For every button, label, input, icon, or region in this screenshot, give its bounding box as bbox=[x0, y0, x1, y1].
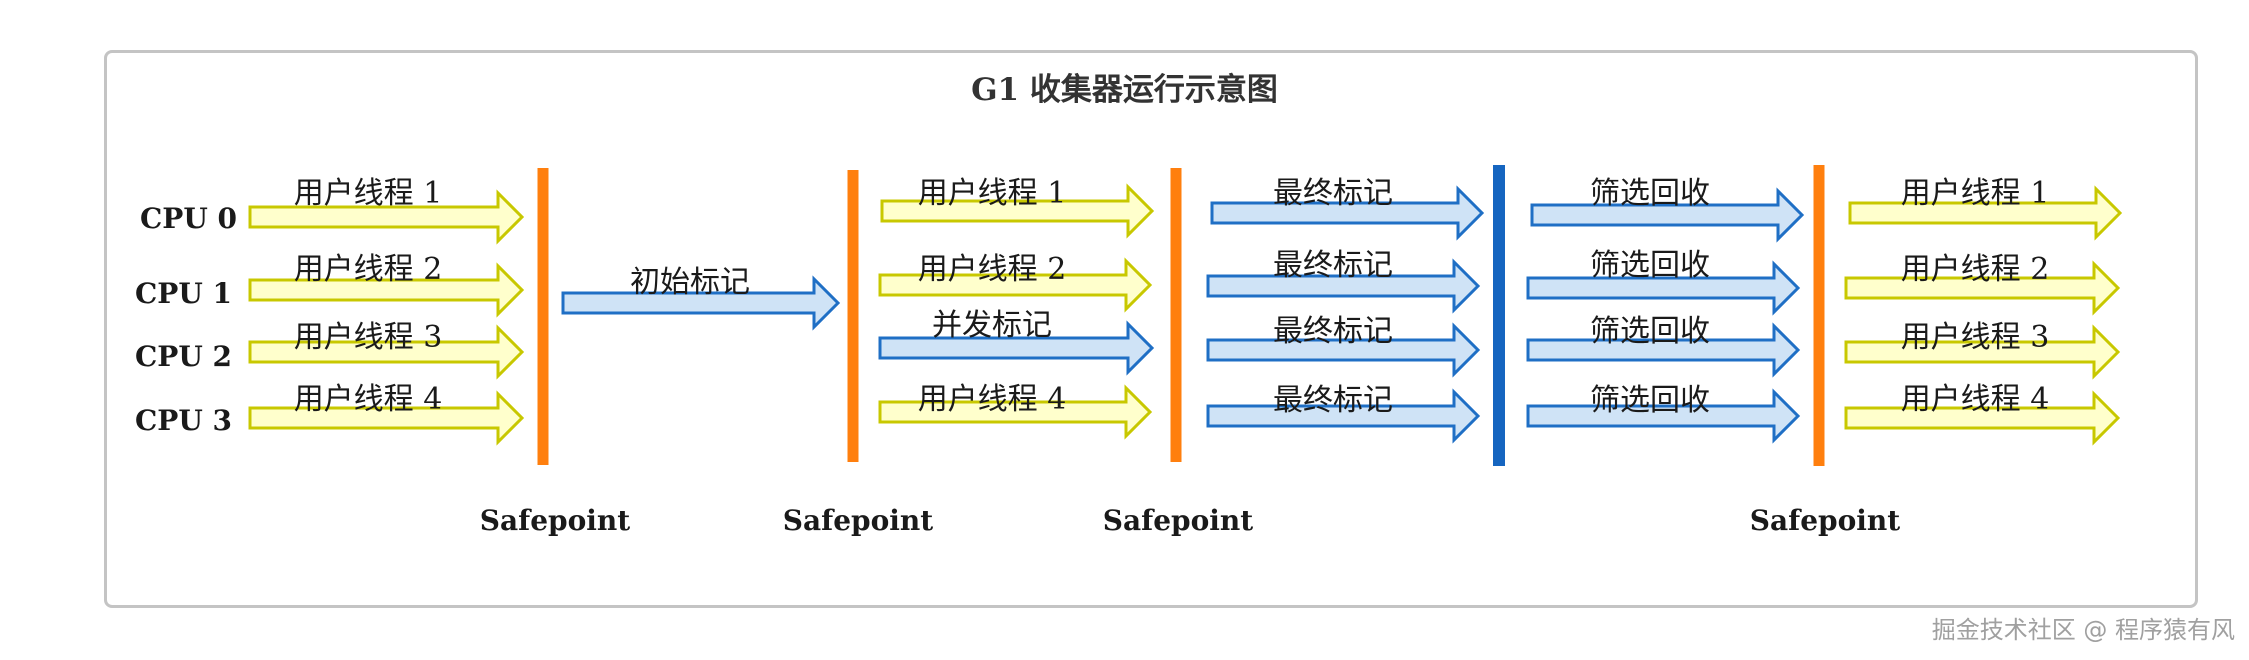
concurrent-thread-arrow-4 bbox=[878, 384, 1153, 440]
initial-thread-label-1: 用户线程 1 bbox=[293, 176, 443, 211]
remark-arrow-1 bbox=[1210, 185, 1485, 241]
evacuation-arrow-3 bbox=[1526, 322, 1801, 378]
resume-thread-label-3: 用户线程 3 bbox=[1900, 320, 2050, 355]
initial-thread-arrow-4 bbox=[248, 390, 525, 446]
safepoint-label-4: Safepoint bbox=[1749, 504, 1901, 537]
evacuation-arrow-2 bbox=[1526, 260, 1801, 316]
safepoint-label-2: Safepoint bbox=[782, 504, 934, 537]
watermark: 掘金技术社区 @ 程序猿有风 bbox=[1931, 616, 2235, 644]
concurrent-thread-arrow-2 bbox=[878, 257, 1153, 313]
remark-label-2: 最终标记 bbox=[1273, 248, 1393, 283]
evacuation-label-1: 筛选回收 bbox=[1590, 176, 1710, 211]
resume-thread-arrow-4 bbox=[1844, 390, 2121, 446]
cpu-label-2: CPU 2 bbox=[135, 340, 232, 373]
remark-label-4: 最终标记 bbox=[1273, 383, 1393, 418]
concurrent-thread-label-1: 用户线程 1 bbox=[917, 176, 1067, 211]
concurrent-thread-arrow-1 bbox=[880, 183, 1155, 239]
safepoint-label-3: Safepoint bbox=[1102, 504, 1254, 537]
remark-label-3: 最终标记 bbox=[1273, 314, 1393, 349]
evacuation-label-3: 筛选回收 bbox=[1590, 314, 1710, 349]
safepoint-bar-1 bbox=[537, 168, 549, 465]
diagram-title: G1 收集器运行示意图 bbox=[971, 72, 1278, 108]
initial-thread-label-4: 用户线程 4 bbox=[293, 382, 443, 417]
concurrent-marking-arrow bbox=[878, 320, 1155, 376]
initial-thread-arrow-3 bbox=[248, 324, 525, 380]
concurrent-marking-label: 并发标记 bbox=[932, 308, 1052, 343]
safepoint-bar-2 bbox=[847, 170, 859, 462]
resume-thread-arrow-2 bbox=[1844, 260, 2121, 316]
safepoint-label-1: Safepoint bbox=[479, 504, 631, 537]
cpu-label-0: CPU 0 bbox=[140, 202, 237, 235]
safepoint-bar-4 bbox=[1813, 165, 1825, 466]
remark-arrow-2 bbox=[1206, 258, 1481, 314]
cpu-label-1: CPU 1 bbox=[135, 277, 232, 310]
concurrent-thread-label-2: 用户线程 2 bbox=[917, 252, 1067, 287]
resume-thread-arrow-3 bbox=[1844, 324, 2121, 380]
evacuation-label-4: 筛选回收 bbox=[1590, 383, 1710, 418]
cpu-label-3: CPU 3 bbox=[135, 404, 232, 437]
initial-marking-arrow bbox=[561, 275, 841, 331]
initial-thread-arrow-2 bbox=[248, 262, 525, 318]
evacuation-arrow-4 bbox=[1526, 388, 1801, 444]
remark-arrow-4 bbox=[1206, 388, 1481, 444]
safepoint-bar-3 bbox=[1170, 168, 1182, 462]
initial-thread-label-2: 用户线程 2 bbox=[293, 252, 443, 287]
diagram-frame bbox=[104, 50, 2198, 608]
initial-marking-label: 初始标记 bbox=[630, 265, 750, 300]
resume-thread-label-1: 用户线程 1 bbox=[1900, 176, 2050, 211]
stw-bar bbox=[1493, 165, 1505, 466]
remark-arrow-3 bbox=[1206, 322, 1481, 378]
resume-thread-label-4: 用户线程 4 bbox=[1900, 382, 2050, 417]
evacuation-arrow-1 bbox=[1530, 187, 1805, 243]
resume-thread-label-2: 用户线程 2 bbox=[1900, 252, 2050, 287]
concurrent-thread-label-4: 用户线程 4 bbox=[917, 382, 1067, 417]
evacuation-label-2: 筛选回收 bbox=[1590, 248, 1710, 283]
initial-thread-arrow-1 bbox=[248, 189, 525, 245]
initial-thread-label-3: 用户线程 3 bbox=[293, 320, 443, 355]
resume-thread-arrow-1 bbox=[1848, 185, 2123, 241]
remark-label-1: 最终标记 bbox=[1273, 176, 1393, 211]
